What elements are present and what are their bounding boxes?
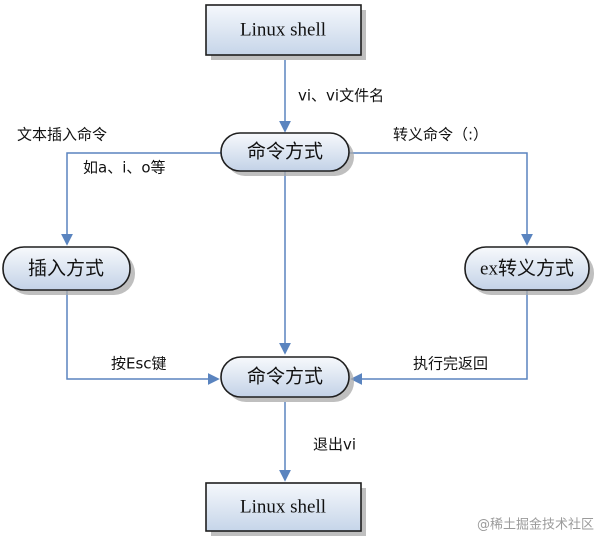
shell-to-command-label: vi、vi文件名	[298, 87, 384, 105]
edge-ex-to-command	[350, 289, 528, 385]
linux-shell-top-box	[205, 4, 362, 56]
insert-mode-label: 插入方式	[28, 257, 104, 279]
edge-command-to-ex	[349, 152, 533, 246]
watermark-text: @稀土掘金技术社区	[477, 517, 594, 533]
edge-insert-to-command	[66, 289, 220, 385]
quit-vi-label: 退出vi	[313, 436, 356, 454]
edge-command-to-insert	[61, 152, 221, 246]
escape-command-label: 转义命令（:）	[393, 126, 488, 144]
command-mode-top-label: 命令方式	[247, 140, 323, 162]
insert-mode-node	[2, 246, 131, 291]
linux-shell-top-label: Linux shell	[240, 19, 326, 40]
return-after-execute-label: 执行完返回	[413, 355, 488, 373]
linux-shell-bottom-box	[205, 482, 362, 532]
command-mode-bottom-label: 命令方式	[247, 365, 323, 387]
command-mode-bottom-node	[220, 356, 350, 398]
command-mode-top-node	[220, 132, 350, 172]
press-esc-label: 按Esc键	[111, 355, 167, 373]
ex-mode-node	[464, 246, 590, 291]
text-insert-command-label: 文本插入命令	[17, 126, 107, 144]
linux-shell-bottom-label: Linux shell	[240, 496, 326, 517]
ex-mode-label: ex转义方式	[480, 257, 574, 279]
insert-examples-label: 如a、i、o等	[83, 159, 166, 177]
